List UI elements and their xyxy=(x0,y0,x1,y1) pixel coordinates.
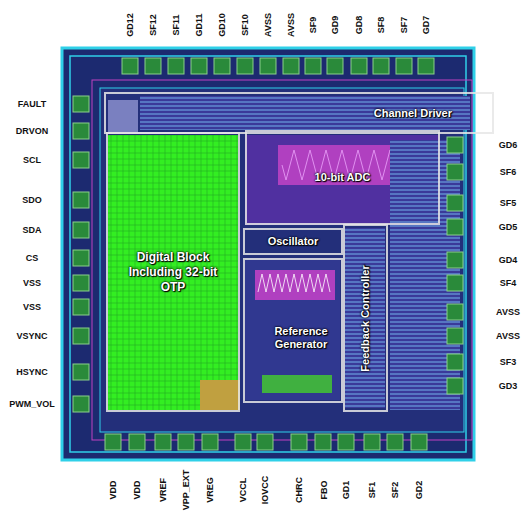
pin-name: SCL xyxy=(23,155,41,165)
pin-name: VDD xyxy=(132,480,142,499)
pin-name: AVSS xyxy=(496,307,520,317)
pin-name: VREG xyxy=(205,477,215,503)
pin-name: CS xyxy=(26,253,39,263)
circuit-block: Oscillator xyxy=(243,228,343,255)
pin-name: GD11 xyxy=(194,13,204,36)
pin-name: VDD xyxy=(108,480,118,499)
pin-name: SF11 xyxy=(171,14,181,35)
pin-name: VSS xyxy=(23,302,41,312)
block-label: Reference Generator xyxy=(266,325,336,351)
circuit-block: Digital Block Including 32-bit OTP xyxy=(106,132,240,412)
circuit-block: Feedback Controller xyxy=(343,224,388,412)
pin-name: VREF xyxy=(158,478,168,502)
pin-name: SDA xyxy=(22,225,41,235)
pin-name: SF4 xyxy=(500,278,517,288)
block-label: 10-bit ADC xyxy=(315,171,371,184)
pin-name: GD7 xyxy=(421,16,431,35)
pin-name: AVSS xyxy=(263,13,273,37)
pin-name: SF1 xyxy=(367,482,377,499)
pin-name: CHRC xyxy=(294,477,304,503)
pin-name: AVSS xyxy=(286,13,296,37)
block-label: Oscillator xyxy=(268,235,319,248)
pin-name: GD6 xyxy=(499,140,518,150)
pin-name: SF3 xyxy=(500,357,517,367)
pin-name: SF10 xyxy=(240,14,250,36)
block-label: Digital Block Including 32-bit OTP xyxy=(122,250,224,295)
pin-name: SDO xyxy=(22,195,42,205)
pin-name: GD5 xyxy=(499,222,518,232)
circuit-block: Channel Driver xyxy=(104,92,494,134)
pin-name: GD1 xyxy=(341,481,351,500)
pin-name: GD2 xyxy=(414,481,424,500)
pin-name: SF6 xyxy=(500,167,517,177)
pin-name: SF12 xyxy=(148,14,158,36)
pin-name: GD10 xyxy=(217,13,227,37)
pin-name: SF9 xyxy=(308,17,318,34)
pin-name: VCCL xyxy=(238,478,248,503)
pin-name: VSYNC xyxy=(16,331,47,341)
circuit-block: Reference Generator xyxy=(243,258,343,403)
pin-name: SF8 xyxy=(376,17,386,34)
block-label: Channel Driver xyxy=(374,107,452,120)
pin-name: PWM_VOL xyxy=(9,399,55,409)
pin-name: GD8 xyxy=(354,16,364,35)
pin-name: FAULT xyxy=(18,99,46,109)
pin-name: GD12 xyxy=(125,13,135,37)
pin-name: GD4 xyxy=(499,255,518,265)
pin-name: DRVON xyxy=(16,126,48,136)
block-label: Feedback Controller xyxy=(359,265,372,371)
pin-name: SF2 xyxy=(390,482,400,499)
pin-name: IOVCC xyxy=(260,476,270,505)
pin-name: GD9 xyxy=(330,16,340,35)
pin-name: HSYNC xyxy=(16,367,48,377)
pin-name: VSS xyxy=(23,278,41,288)
pin-name: AVSS xyxy=(496,331,520,341)
pin-name: GD3 xyxy=(499,381,518,391)
pin-name: VPP_EXT xyxy=(181,470,191,511)
pin-name: FBO xyxy=(318,481,328,500)
pin-name: SF7 xyxy=(399,17,409,34)
pin-name: SF5 xyxy=(500,198,517,208)
circuit-block: 10-bit ADC xyxy=(245,130,440,225)
